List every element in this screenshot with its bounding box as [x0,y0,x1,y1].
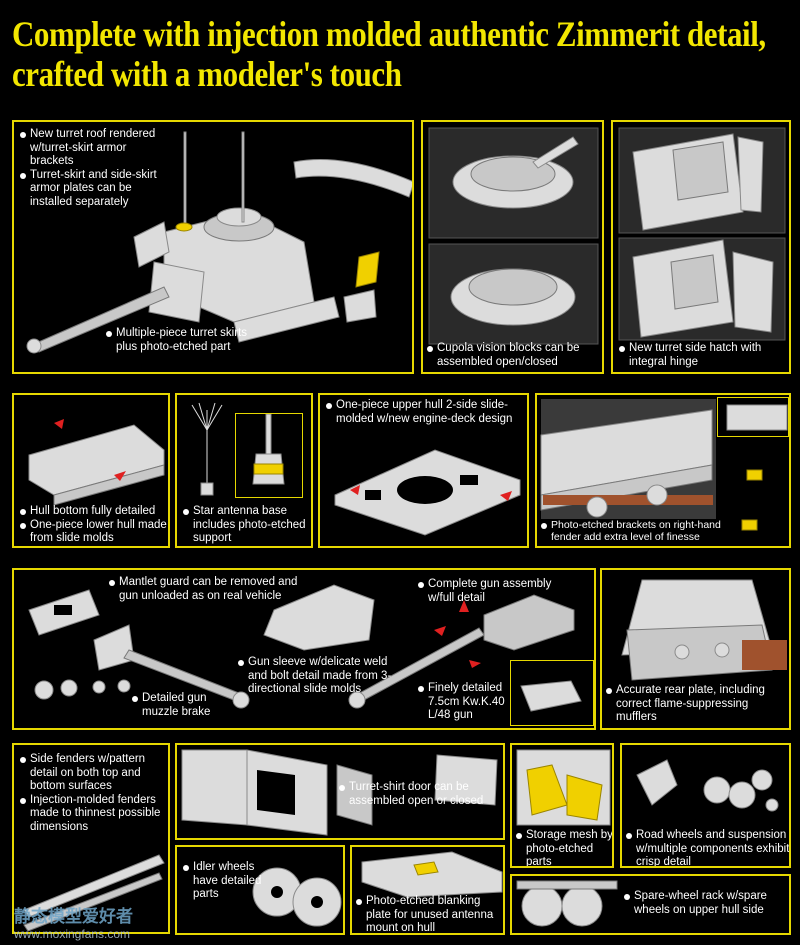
headline-line-1: Complete with injection molded authentic… [12,14,766,54]
brackets-illustration [540,399,788,531]
hull-bottom-caption-item: One-piece lower hull made from slide mol… [20,519,168,546]
blanking-caption: Photo-etched blanking plate for unused a… [356,895,503,933]
rear-caption: Accurate rear plate, including correct f… [606,684,789,725]
idler-caption: Idler wheels have detailed parts [183,861,263,902]
panel-upper-hull: One-piece upper hull 2-side slide-molded… [318,393,529,548]
panel-roadwheels: Road wheels and suspension w/multiple co… [620,743,791,868]
gun-caption-item: Finely detailed 7.5cm Kw.K.40 L/48 gun [418,682,508,723]
turret-caption-item: Multiple-piece turret skirts plus photo-… [106,327,256,354]
brackets-caption: Photo-etched brackets on right-hand fend… [541,519,721,543]
antenna-caption: Star antenna base includes photo-etched … [183,505,311,546]
turret-illustration [26,131,412,354]
mesh-caption: Storage mesh by photo-etched parts [516,829,612,866]
blanking-illustration [361,851,503,898]
fenders-caption-item: Injection-molded fenders made to thinnes… [20,794,168,835]
turret-caption-item: New turret roof rendered w/turret-skirt … [20,128,170,169]
idler-illustration [252,867,342,927]
hatch-illustration [618,127,786,341]
gun-caption-item: Detailed gun muzzle brake [132,692,232,719]
fenders-caption: Side fenders w/pattern detail on both to… [20,753,168,835]
hatch-caption: New turret side hatch with integral hing… [619,342,789,369]
gun-illustration [28,584,575,709]
rear-illustration [621,579,787,681]
idler-caption-item: Idler wheels have detailed parts [183,861,263,902]
mesh-illustration [516,749,611,826]
panel-gun: Mantlet guard can be removed and gun unl… [12,568,596,730]
upper-hull-caption: One-piece upper hull 2-side slide-molded… [326,399,526,426]
cupola-caption-item: Cupola vision blocks can be assembled op… [427,342,602,369]
headline-line-2: crafted with a modeler's touch [12,54,402,94]
spare-caption: Spare-wheel rack w/spare wheels on upper… [624,890,789,917]
panel-turret: New turret roof rendered w/turret-skirt … [12,120,414,374]
panel-hull-bottom: Hull bottom fully detailed One-piece low… [12,393,170,548]
gun-caption-finely: Finely detailed 7.5cm Kw.K.40 L/48 gun [418,682,508,723]
watermark-name: 静态模型爱好者 [14,907,133,926]
panel-rear: Accurate rear plate, including correct f… [600,568,791,730]
watermark: 静态模型爱好者 www.moxingfans.com [14,902,133,942]
gun-caption-assembly: Complete gun assembly w/full detail [418,578,568,605]
panel-hatch: New turret side hatch with integral hing… [611,120,791,374]
gun-breech-illustration [520,680,582,712]
panel-antenna: Star antenna base includes photo-etched … [175,393,313,548]
cupola-caption: Cupola vision blocks can be assembled op… [427,342,602,369]
panel-door: Turret-shirt door can be assembled open … [175,743,505,840]
gun-caption-mantlet: Mantlet guard can be removed and gun unl… [109,576,319,603]
roadwheels-caption: Road wheels and suspension w/multiple co… [626,829,789,866]
spare-caption-item: Spare-wheel rack w/spare wheels on upper… [624,890,789,917]
hull-bottom-illustration [28,419,165,506]
watermark-url: www.moxingfans.com [14,927,131,941]
cupola-illustration [428,127,599,345]
headline: Complete with injection molded authentic… [12,14,766,94]
hull-bottom-caption: Hull bottom fully detailed One-piece low… [20,505,168,546]
hull-bottom-caption-item: Hull bottom fully detailed [20,505,168,519]
gun-caption-item: Mantlet guard can be removed and gun unl… [109,576,319,603]
antenna-inset [235,413,303,498]
fenders-caption-item: Side fenders w/pattern detail on both to… [20,753,168,794]
rear-caption-item: Accurate rear plate, including correct f… [606,684,789,725]
roadwheels-caption-item: Road wheels and suspension w/multiple co… [626,829,789,866]
gun-caption-item: Complete gun assembly w/full detail [418,578,568,605]
upper-hull-caption-item: One-piece upper hull 2-side slide-molded… [326,399,526,426]
upper-hull-illustration [334,449,521,536]
door-caption-item: Turret-shirt door can be assembled open … [339,781,503,808]
turret-caption-top: New turret roof rendered w/turret-skirt … [20,128,170,209]
hatch-caption-item: New turret side hatch with integral hing… [619,342,789,369]
brackets-inset [717,397,789,437]
door-illustration [181,749,498,836]
spare-illustration [516,880,618,927]
antenna-base-illustration [252,413,285,485]
panel-fenders: Side fenders w/pattern detail on both to… [12,743,170,934]
panel-cupola: Cupola vision blocks can be assembled op… [421,120,604,374]
gun-inset [510,660,594,726]
brackets-caption-item: Photo-etched brackets on right-hand fend… [541,519,721,543]
blanking-caption-item: Photo-etched blanking plate for unused a… [356,895,503,933]
panel-brackets: Photo-etched brackets on right-hand fend… [535,393,791,548]
panel-mesh: Storage mesh by photo-etched parts [510,743,614,868]
panel-spare: Spare-wheel rack w/spare wheels on upper… [510,874,791,935]
panel-blanking: Photo-etched blanking plate for unused a… [350,845,505,935]
gun-caption-muzzle: Detailed gun muzzle brake [132,692,232,719]
mesh-caption-item: Storage mesh by photo-etched parts [516,829,612,866]
turret-caption-item: Turret-skirt and side-skirt armor plates… [20,169,170,210]
door-caption: Turret-shirt door can be assembled open … [339,781,503,808]
fenders-illustration [23,854,165,932]
antenna-illustration [191,402,223,496]
gun-caption-sleeve: Gun sleeve w/delicate weld and bolt deta… [238,656,408,697]
gun-caption-item: Gun sleeve w/delicate weld and bolt deta… [238,656,408,697]
panel-idler: Idler wheels have detailed parts [175,845,345,935]
turret-caption-bottom: Multiple-piece turret skirts plus photo-… [106,327,256,354]
roadwheels-illustration [636,759,779,812]
antenna-caption-item: Star antenna base includes photo-etched … [183,505,311,546]
